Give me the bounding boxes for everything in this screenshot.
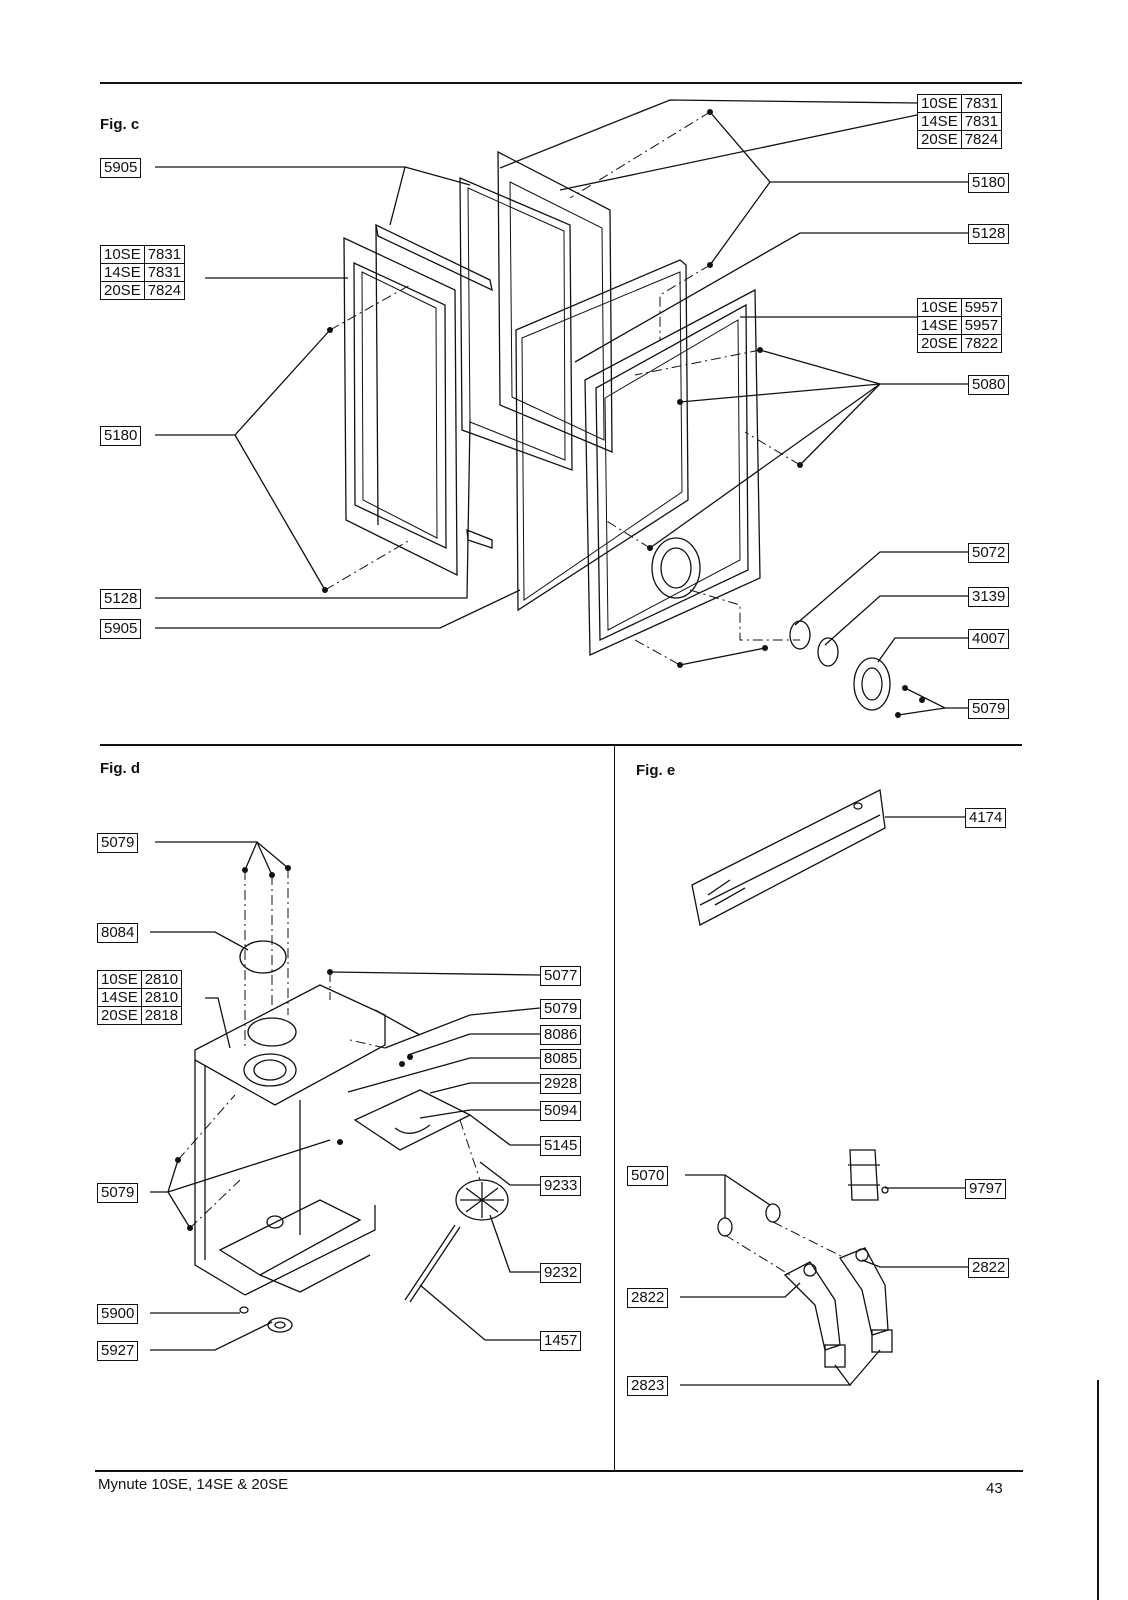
- bottom-rule: [95, 1470, 1023, 1472]
- part-label: 8086: [540, 1025, 582, 1045]
- variant-cell: 20SE: [97, 1006, 142, 1025]
- part-label: 1457: [540, 1331, 582, 1351]
- variant-cell: 20SE: [917, 334, 962, 353]
- washer-left: [717, 1217, 733, 1237]
- variant-cell: 10SE: [100, 245, 145, 264]
- variant-cell: 20SE: [917, 130, 962, 149]
- part-label: 5080: [968, 375, 1010, 395]
- part-label: 8084: [97, 923, 139, 943]
- variant-cell: 14SE: [917, 316, 962, 335]
- part-label: 5128: [100, 589, 142, 609]
- fig-e-title: Fig. e: [636, 762, 676, 779]
- plug-5900: [239, 1306, 249, 1314]
- mid-rule: [100, 744, 1022, 746]
- part-label: 9233: [540, 1176, 582, 1196]
- part-no-cell: 7831: [143, 245, 186, 264]
- part-label: 5145: [540, 1136, 582, 1156]
- part-no-cell: 5957: [960, 316, 1003, 335]
- part-label: 2823: [627, 1376, 669, 1396]
- variant-cell: 14SE: [917, 112, 962, 131]
- variant-cell: 14SE: [97, 988, 142, 1007]
- valve-elbows: [783, 1247, 893, 1368]
- variant-cell: 10SE: [97, 970, 142, 989]
- right-case-panel: [584, 288, 761, 656]
- middle-seal-frame: [515, 259, 689, 612]
- part-label: 5079: [968, 699, 1010, 719]
- part-label: 5128: [968, 224, 1010, 244]
- part-label: 5927: [97, 1341, 139, 1361]
- part-label: 5072: [968, 543, 1010, 563]
- page-edge: [1097, 1380, 1099, 1600]
- part-label: 5905: [100, 619, 142, 639]
- washer-right: [765, 1203, 781, 1223]
- part-label: 5079: [97, 833, 139, 853]
- part-label: 2822: [968, 1258, 1010, 1278]
- fig-d-title: Fig. d: [100, 760, 140, 777]
- part-label: 5094: [540, 1101, 582, 1121]
- part-label: 3139: [968, 587, 1010, 607]
- part-label: 8085: [540, 1049, 582, 1069]
- part-label: 9797: [965, 1179, 1007, 1199]
- part-no-cell: 7824: [143, 281, 186, 300]
- page-number: 43: [986, 1480, 1003, 1497]
- fig-c-title: Fig. c: [100, 116, 140, 133]
- part-label: 9232: [540, 1263, 582, 1283]
- part-no-cell: 2810: [140, 988, 183, 1007]
- part-label: 2928: [540, 1074, 582, 1094]
- boiler-frame: [194, 984, 386, 1296]
- back-seal-frame: [459, 177, 573, 471]
- part-no-cell: 7822: [960, 334, 1003, 353]
- valve-9797: [848, 1149, 889, 1201]
- part-label: 5077: [540, 966, 582, 986]
- part-no-cell: 7831: [960, 112, 1003, 131]
- ring-3139: [817, 637, 839, 667]
- part-label: 5079: [540, 999, 582, 1019]
- variant-cell: 14SE: [100, 263, 145, 282]
- part-label: 5180: [968, 173, 1010, 193]
- part-no-cell: 7831: [143, 263, 186, 282]
- ring-5072: [789, 620, 811, 650]
- part-label: 5900: [97, 1304, 139, 1324]
- part-label: 5180: [100, 426, 142, 446]
- part-label: 4174: [965, 808, 1007, 828]
- part-label: 4007: [968, 629, 1010, 649]
- left-seal-frame: [375, 223, 493, 549]
- part-label: 5905: [100, 158, 142, 178]
- left-case-panel: [343, 236, 458, 577]
- part-label: 5070: [627, 1166, 669, 1186]
- top-rule: [100, 82, 1022, 84]
- footer-title: Mynute 10SE, 14SE & 20SE: [98, 1476, 289, 1493]
- part-no-cell: 2818: [140, 1006, 183, 1025]
- column-divider: [614, 745, 615, 1470]
- back-case-panel: [497, 150, 613, 453]
- flange-4007: [853, 657, 891, 711]
- part-label: 2822: [627, 1288, 669, 1308]
- part-no-cell: 7831: [960, 94, 1003, 113]
- variant-cell: 20SE: [100, 281, 145, 300]
- fan-9232: [455, 1179, 509, 1221]
- part-no-cell: 5957: [960, 298, 1003, 317]
- variant-cell: 10SE: [917, 298, 962, 317]
- part-no-cell: 7824: [960, 130, 1003, 149]
- variant-cell: 10SE: [917, 94, 962, 113]
- mounting-rail-4174: [691, 789, 886, 926]
- grommet-5927: [267, 1317, 293, 1333]
- part-no-cell: 2810: [140, 970, 183, 989]
- cover-8084: [239, 940, 287, 974]
- part-label: 5079: [97, 1183, 139, 1203]
